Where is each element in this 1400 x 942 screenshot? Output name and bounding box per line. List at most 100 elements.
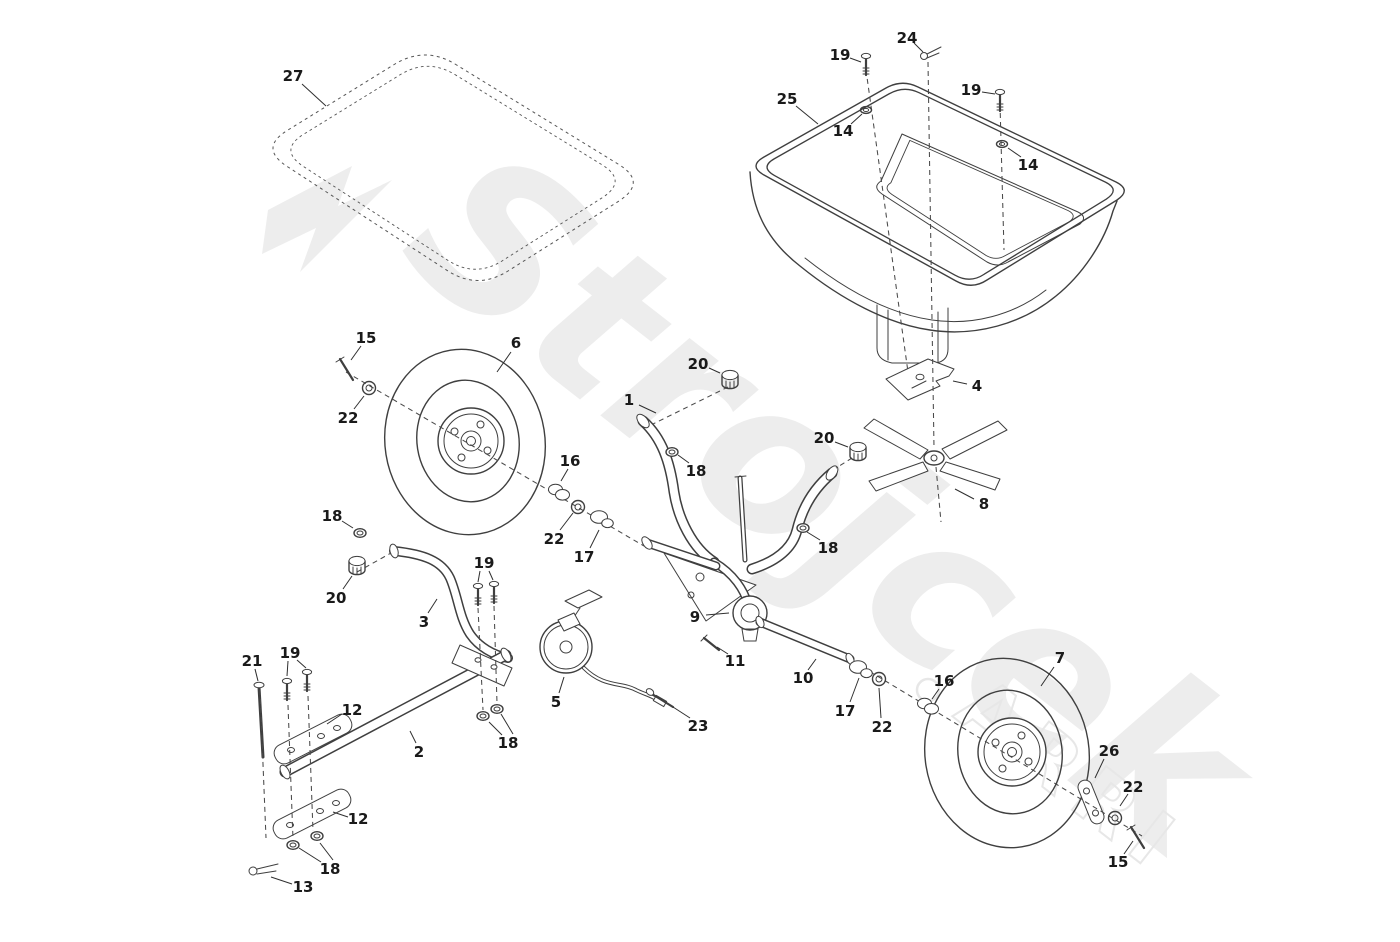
callout-leader-18 — [319, 842, 334, 861]
callout-leader-16 — [560, 468, 569, 482]
callout-leader-17 — [589, 529, 600, 549]
callout-leader-18 — [298, 847, 322, 863]
callout-label-9: 9 — [690, 608, 700, 626]
callout-leader-18 — [500, 713, 514, 735]
callout-leader-19 — [477, 570, 481, 583]
callout-leader-23 — [672, 706, 691, 719]
bolt-19 — [281, 677, 293, 702]
clevis-pin-part-23 — [645, 688, 675, 709]
callout-label-20: 20 — [326, 589, 347, 607]
cotter-pin-24 — [920, 46, 942, 60]
callout-leader-4 — [952, 380, 968, 385]
callout-leader-19 — [981, 91, 996, 95]
callout-leader-19 — [296, 659, 307, 669]
callout-label-17: 17 — [835, 702, 856, 720]
callout-leader-20 — [708, 367, 721, 374]
callout-label-5: 5 — [551, 693, 561, 711]
nut-18 — [490, 704, 504, 714]
callout-leader-2 — [409, 730, 417, 744]
callout-leader-8 — [954, 488, 975, 500]
callout-leader-14 — [850, 113, 863, 125]
callout-leader-10 — [807, 658, 817, 671]
callout-label-7: 7 — [1055, 649, 1065, 667]
callout-label-12: 12 — [342, 701, 363, 719]
callout-label-19: 19 — [280, 644, 301, 662]
callout-label-14: 14 — [1018, 156, 1039, 174]
callout-leader-1 — [638, 404, 657, 414]
callout-label-6: 6 — [511, 334, 521, 352]
callout-label-18: 18 — [498, 734, 519, 752]
callout-leader-5 — [558, 676, 565, 694]
spacer-16 — [548, 483, 570, 501]
bolt-19 — [472, 582, 484, 607]
cap-20 — [348, 555, 366, 576]
dial-part-5 — [539, 589, 668, 708]
callout-label-15: 15 — [1108, 853, 1129, 871]
nut-18 — [476, 711, 490, 721]
callout-label-21: 21 — [242, 652, 263, 670]
callout-label-18: 18 — [322, 507, 343, 525]
callout-label-20: 20 — [814, 429, 835, 447]
callout-label-15: 15 — [356, 329, 377, 347]
pin-15 — [334, 355, 355, 382]
nut-18 — [796, 523, 810, 533]
wheel-part-7 — [923, 657, 1091, 849]
callout-label-18: 18 — [818, 539, 839, 557]
callout-label-24: 24 — [897, 29, 918, 47]
callout-label-18: 18 — [320, 860, 341, 878]
callout-label-22: 22 — [338, 409, 359, 427]
callout-label-25: 25 — [777, 90, 798, 108]
callout-leader-24 — [913, 42, 924, 53]
callout-label-2: 2 — [414, 743, 424, 761]
callout-label-22: 22 — [544, 530, 565, 548]
callout-label-22: 22 — [872, 718, 893, 736]
callout-label-11: 11 — [725, 652, 746, 670]
gusset-plate — [663, 552, 757, 622]
callout-leader-11 — [716, 646, 729, 655]
callout-leader-7 — [1040, 666, 1055, 687]
callout-label-27: 27 — [283, 67, 304, 85]
bushing-17 — [590, 510, 614, 529]
callout-leader-13 — [270, 876, 293, 885]
bolt-19 — [301, 668, 313, 693]
hopper-body-inner — [804, 257, 1047, 323]
wheel-part-6 — [383, 348, 547, 536]
hopper-chute — [876, 304, 949, 364]
tube-part-3 — [389, 543, 513, 663]
callout-label-18: 18 — [686, 462, 707, 480]
rate-flag — [564, 589, 603, 609]
assembly-axes — [259, 61, 1143, 840]
cotter-pin-13 — [248, 863, 279, 876]
towbar-part-2 — [279, 647, 512, 780]
callout-leader-21 — [254, 668, 259, 682]
callout-leader-3 — [427, 598, 438, 614]
plate-part-4 — [885, 358, 955, 401]
nut-18 — [310, 831, 324, 841]
callout-leader-16 — [931, 688, 940, 700]
callout-label-19: 19 — [830, 46, 851, 64]
nut-18 — [286, 840, 300, 850]
callout-leader-18 — [341, 520, 354, 529]
callout-label-19: 19 — [474, 554, 495, 572]
pin-part-11 — [700, 634, 721, 652]
callout-label-3: 3 — [419, 613, 429, 631]
callout-leader-15 — [1123, 840, 1134, 855]
bolt-19 — [994, 88, 1006, 113]
callout-leader-6 — [496, 351, 512, 373]
nut-18 — [665, 447, 679, 457]
callout-label-17: 17 — [574, 548, 595, 566]
callout-label-26: 26 — [1099, 742, 1120, 760]
callout-leader-12 — [326, 713, 343, 725]
hitch-assembly — [248, 681, 353, 876]
callout-label-12: 12 — [348, 810, 369, 828]
callout-leader-17 — [849, 677, 860, 703]
callout-leader-12 — [332, 811, 349, 818]
callout-leader-22 — [559, 512, 574, 531]
clamp-bracket — [451, 644, 513, 687]
watermark-text: Strojcek — [364, 100, 1303, 909]
callout-leader-26 — [1094, 758, 1105, 779]
hopper-body — [749, 171, 1118, 333]
callout-label-10: 10 — [793, 669, 814, 687]
callout-label-23: 23 — [688, 717, 709, 735]
